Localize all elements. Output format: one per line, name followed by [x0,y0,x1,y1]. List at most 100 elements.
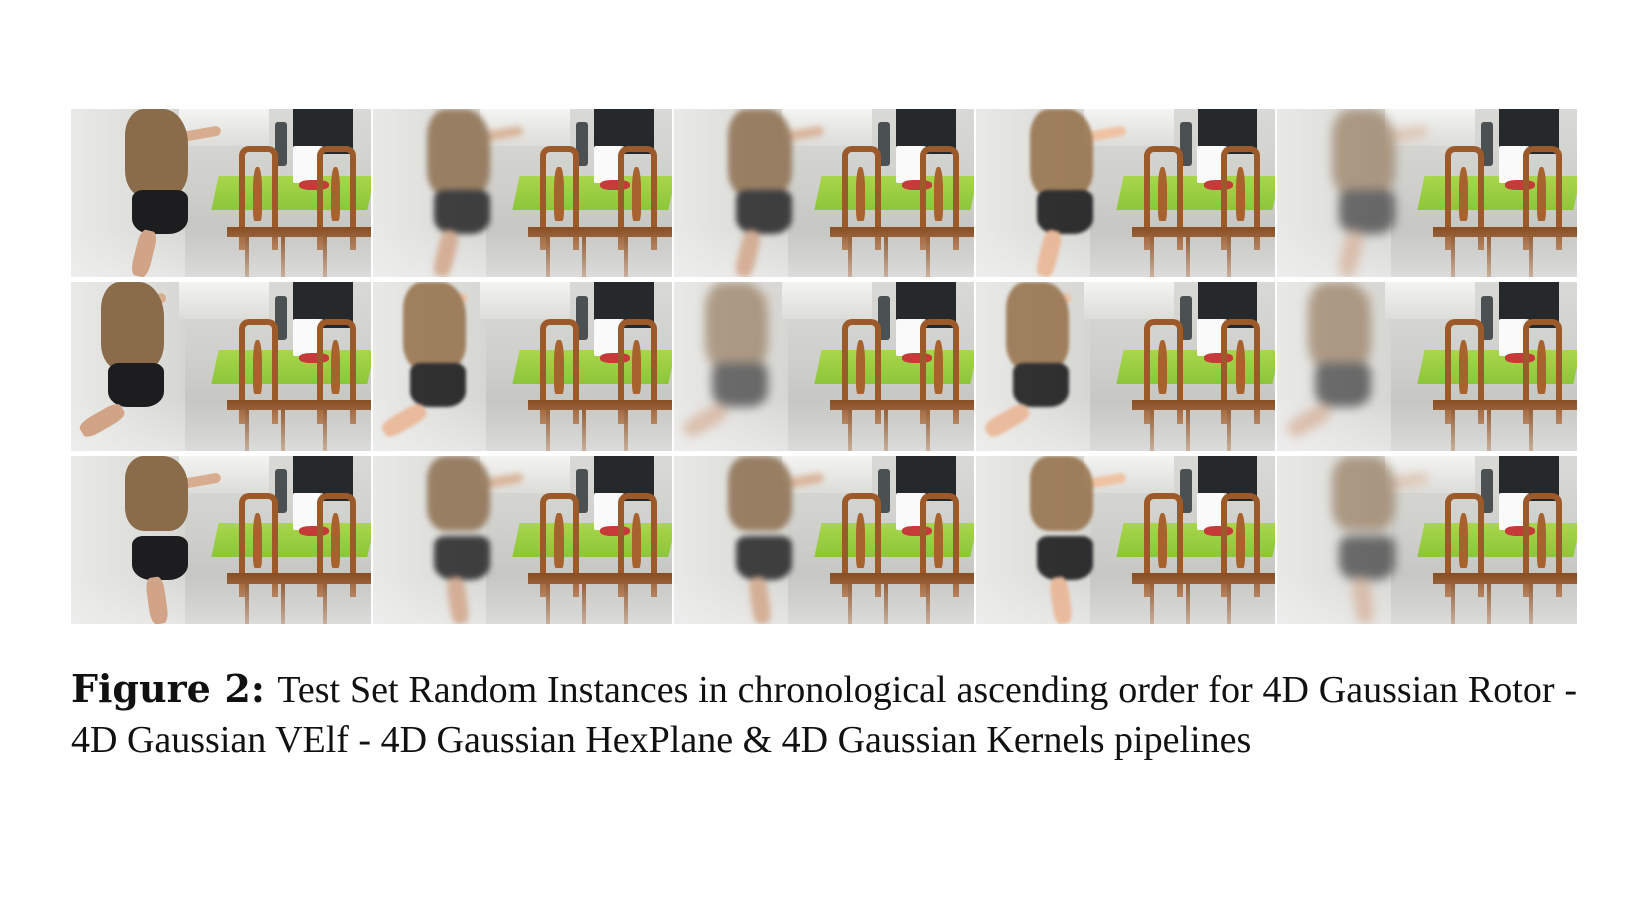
chair [1523,492,1562,598]
person-shorts [735,536,792,581]
speaker [1179,295,1192,340]
person [1313,109,1428,278]
person-torso [402,282,467,370]
dish [1505,526,1536,537]
person-leg [378,400,429,441]
floor [1277,226,1577,278]
chair [1221,492,1261,598]
speaker [274,295,287,340]
figure-caption: Figure 2: Test Set Random Instances in c… [71,664,1577,765]
figure-frame-r2-c3 [674,282,974,451]
figure-frame-r2-c5 [1277,282,1577,451]
person [680,282,788,450]
person [378,282,487,450]
speaker [877,469,890,513]
chair [1523,319,1562,424]
floor [975,226,1276,278]
speaker [576,295,589,340]
chair [316,146,356,251]
chair [540,319,580,424]
person-leg [130,228,160,278]
person-leg [431,228,461,278]
person-shorts [108,363,165,407]
figure-frame-r3-c2 [372,455,673,624]
dish [901,179,932,190]
person-shorts [1037,189,1094,234]
chair [841,146,881,251]
chair [1143,319,1183,424]
person-shorts [711,363,768,407]
person-leg [982,400,1033,441]
person-torso [1331,455,1395,532]
dish [298,526,329,537]
chair [618,319,658,424]
chair [919,146,959,251]
speaker [1481,469,1494,513]
chair [841,492,881,598]
person [710,455,825,624]
speaker [1481,122,1494,167]
person-shorts [1338,189,1395,234]
chair [238,492,278,598]
person [409,455,524,624]
person [107,109,222,278]
person-shorts [132,189,189,234]
chair [238,146,278,251]
dish [600,353,631,364]
person-leg [1350,575,1376,624]
person [982,282,1090,450]
person-shorts [735,189,792,234]
caption-label: Figure 2: [71,666,265,711]
chair [540,492,580,598]
chair [238,319,278,424]
window [782,282,872,320]
person-torso [728,109,792,197]
floor [975,573,1276,624]
chair [618,492,658,598]
floor [372,226,673,278]
person-torso [1030,109,1094,197]
dish [600,179,631,190]
floor [71,573,371,624]
person-shorts [1314,363,1371,407]
person-leg [1283,400,1334,441]
person-torso [125,109,189,197]
dish [1203,353,1234,364]
figure-frame-r2-c4 [975,282,1276,451]
person-torso [426,455,490,532]
figure-frame-r3-c5 [1277,455,1577,624]
chair [1445,146,1485,251]
person-shorts [132,536,189,581]
figure-frame-r1-c1 [71,109,371,278]
dish [1505,179,1536,190]
dish [901,526,932,537]
person-leg [747,575,773,624]
person-leg [733,228,763,278]
figure-frame-r2-c2 [372,282,673,451]
window [1083,282,1174,320]
chair [919,319,959,424]
speaker [1179,469,1192,513]
chair [1143,146,1183,251]
person-shorts [1013,363,1070,407]
figure-frame-r3-c4 [975,455,1276,624]
chair [1523,146,1562,251]
person [107,455,222,624]
floor [372,573,673,624]
speaker [1179,122,1192,167]
dish [1203,179,1234,190]
window [480,282,571,320]
floor [674,573,974,624]
figure-frame-r1-c4 [975,109,1276,278]
chair [919,492,959,598]
person [1283,282,1391,450]
speaker [274,469,287,513]
figure-frame-r2-c1 [71,282,371,451]
person-leg [1034,228,1065,278]
dish [901,353,932,364]
figure-image-grid [71,109,1577,624]
person-torso [426,109,490,197]
person-torso [1030,455,1094,532]
speaker [877,122,890,167]
chair [1221,319,1261,424]
